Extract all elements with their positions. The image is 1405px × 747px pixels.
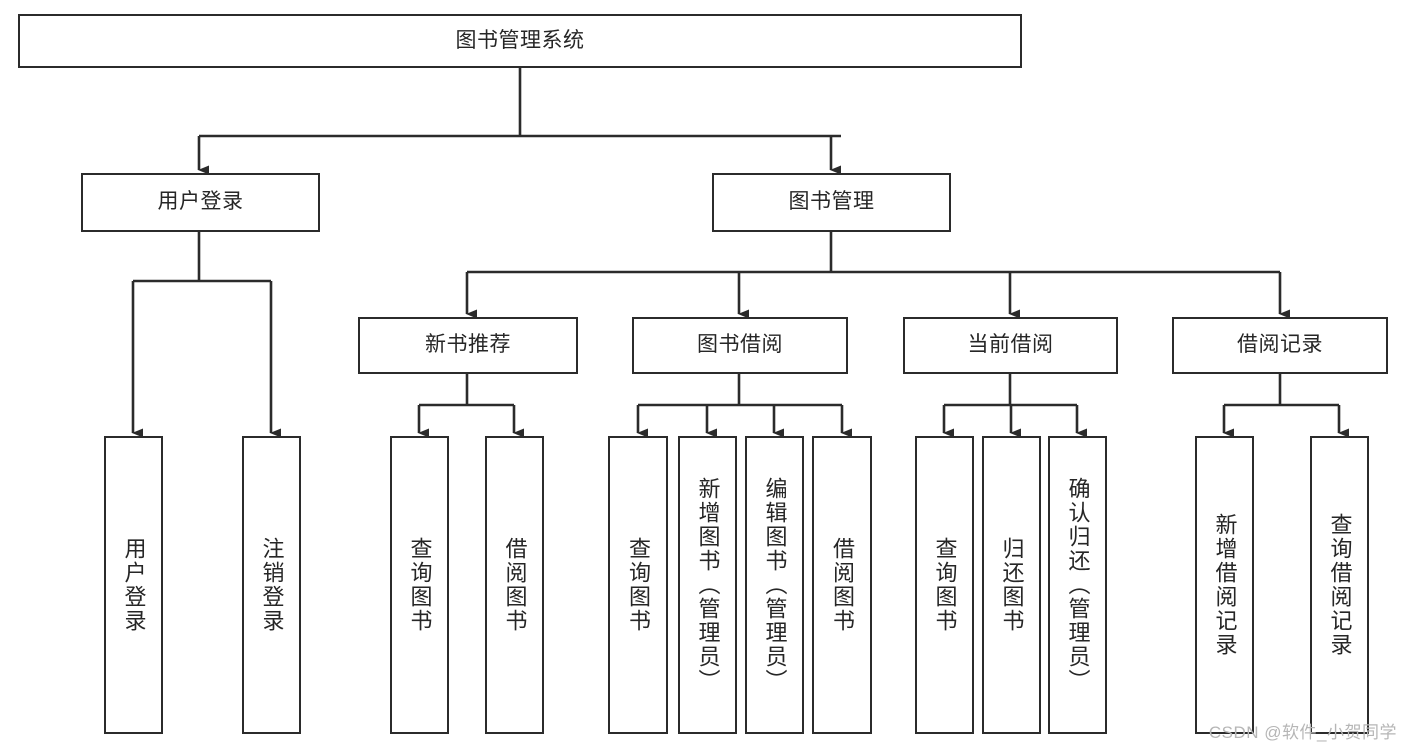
node-label: 图书借阅 xyxy=(697,333,783,357)
node-label: 新书推荐 xyxy=(425,333,511,357)
node-borrow-record[interactable]: 借阅记录 xyxy=(1172,317,1388,374)
node-new-book-recommend[interactable]: 新书推荐 xyxy=(358,317,578,374)
node-label: 新增借阅记录 xyxy=(1212,513,1238,657)
node-label: 借阅图书 xyxy=(502,537,528,633)
node-label: 编辑图书（管理员） xyxy=(762,477,788,693)
node-label: 查询图书 xyxy=(407,537,433,633)
node-leaf-borrow-book-new-rec[interactable]: 借阅图书 xyxy=(485,436,544,734)
node-label: 查询图书 xyxy=(626,537,651,633)
node-leaf-borrow-book-borrow[interactable]: 借阅图书 xyxy=(812,436,872,734)
node-book-management[interactable]: 图书管理 xyxy=(712,173,951,232)
node-label: 用户登录 xyxy=(157,190,244,214)
node-label: 当前借阅 xyxy=(967,333,1054,357)
node-label: 图书管理系统 xyxy=(455,28,585,52)
node-label: 确认归还（管理员） xyxy=(1065,477,1091,693)
node-leaf-confirm-return-admin[interactable]: 确认归还（管理员） xyxy=(1048,436,1107,734)
node-label: 新增图书（管理员） xyxy=(695,477,721,693)
csdn-watermark: CSDN @软件_小贺同学 xyxy=(1208,723,1397,742)
node-label: 查询图书 xyxy=(932,537,958,633)
node-label: 借阅图书 xyxy=(830,537,855,633)
node-label: 借阅记录 xyxy=(1237,333,1323,357)
node-label: 归还图书 xyxy=(999,537,1025,633)
node-user-login[interactable]: 用户登录 xyxy=(81,173,320,232)
node-leaf-query-book-borrow[interactable]: 查询图书 xyxy=(608,436,668,734)
node-label: 用户登录 xyxy=(121,537,147,633)
node-leaf-query-book-current[interactable]: 查询图书 xyxy=(915,436,974,734)
node-leaf-return-book[interactable]: 归还图书 xyxy=(982,436,1041,734)
node-current-borrow[interactable]: 当前借阅 xyxy=(903,317,1118,374)
node-leaf-query-borrow-record[interactable]: 查询借阅记录 xyxy=(1310,436,1369,734)
node-label: 查询借阅记录 xyxy=(1327,513,1353,657)
node-book-borrow[interactable]: 图书借阅 xyxy=(632,317,848,374)
node-root-book-management-system[interactable]: 图书管理系统 xyxy=(18,14,1022,68)
node-leaf-add-book-admin[interactable]: 新增图书（管理员） xyxy=(678,436,737,734)
node-leaf-logout-login[interactable]: 注销登录 xyxy=(242,436,301,734)
node-leaf-user-login[interactable]: 用户登录 xyxy=(104,436,163,734)
node-leaf-add-borrow-record[interactable]: 新增借阅记录 xyxy=(1195,436,1254,734)
node-label: 图书管理 xyxy=(788,190,875,214)
node-leaf-edit-book-admin[interactable]: 编辑图书（管理员） xyxy=(745,436,804,734)
node-leaf-query-book-new-rec[interactable]: 查询图书 xyxy=(390,436,449,734)
node-label: 注销登录 xyxy=(259,537,285,633)
